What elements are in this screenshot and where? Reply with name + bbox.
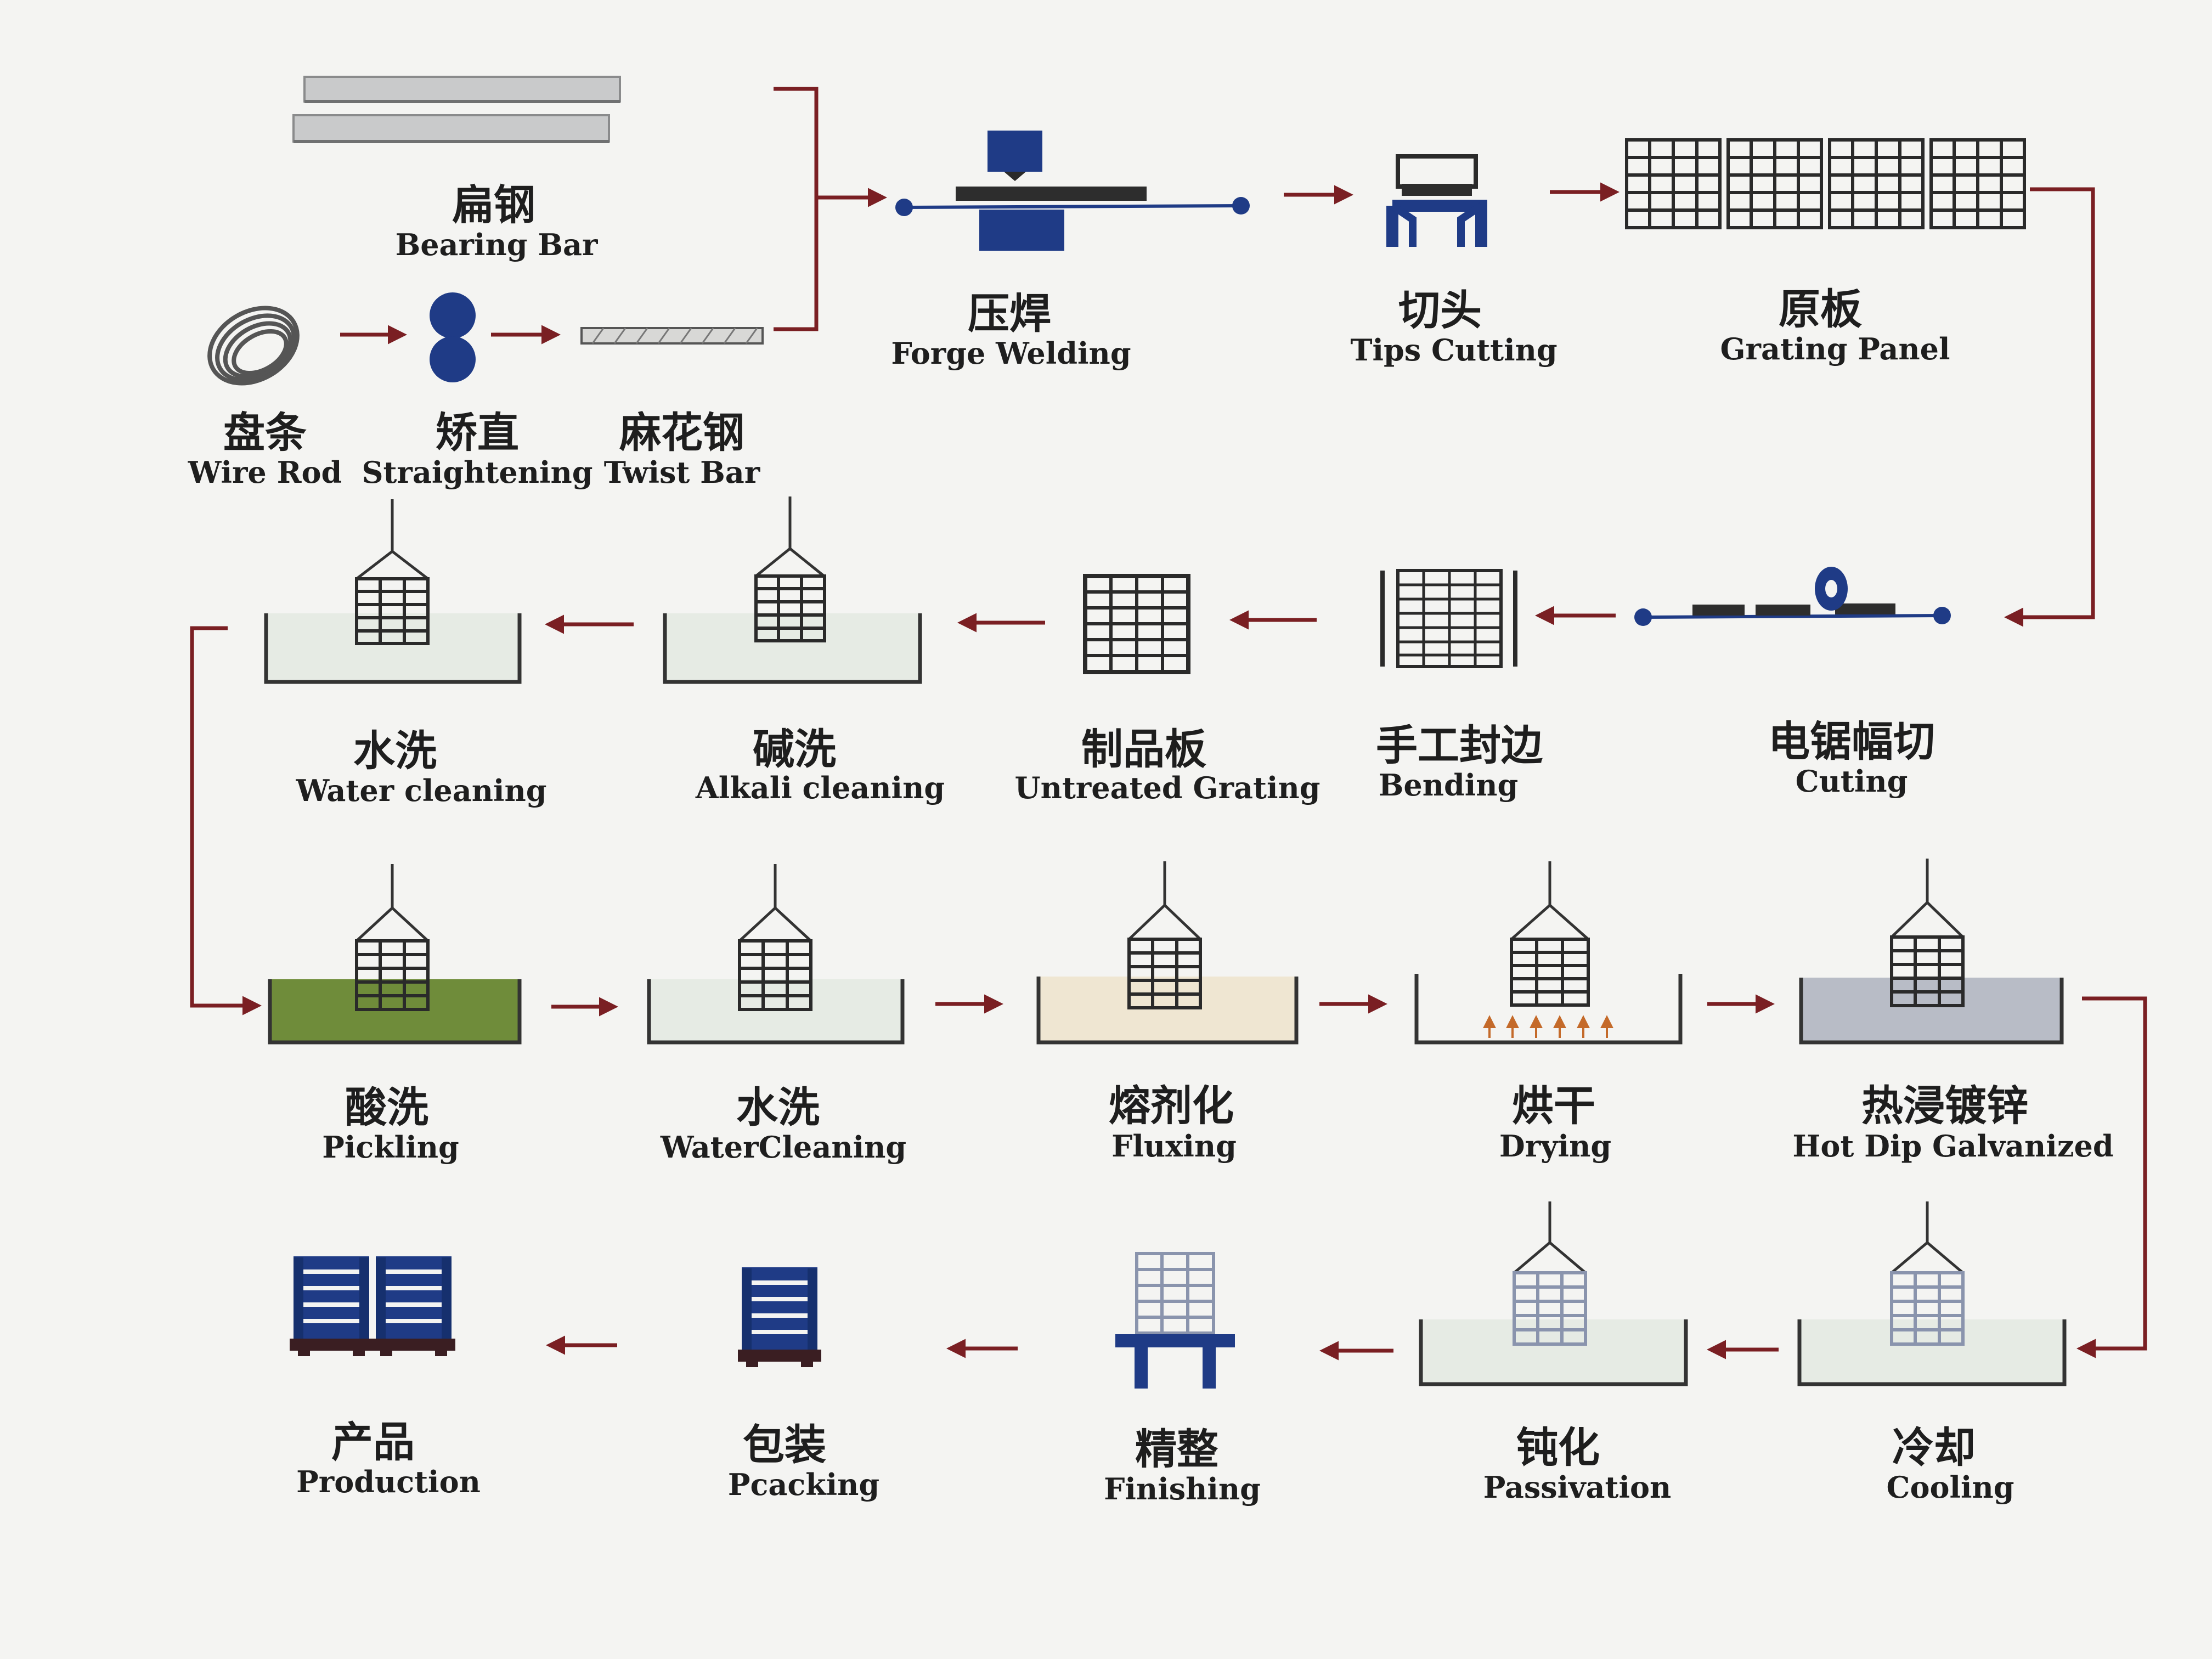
- svg-text:Twist Bar: Twist Bar: [604, 455, 760, 490]
- svg-text:WaterCleaning: WaterCleaning: [660, 1130, 906, 1165]
- water-cleaning-tank-2-icon: [647, 864, 905, 1045]
- svg-text:冷却: 冷却: [1892, 1423, 1976, 1472]
- wire-rod-coil-icon: [207, 306, 300, 386]
- svg-text:Pickling: Pickling: [322, 1130, 459, 1165]
- svg-text:Fluxing: Fluxing: [1111, 1128, 1237, 1164]
- bearing-bar-icon: [292, 76, 621, 143]
- arrow-galvanizing-to-cooling: [2076, 996, 2147, 1358]
- svg-text:手工封边: 手工封边: [1376, 721, 1543, 770]
- step-grating-panel: 原板 Grating Panel: [1720, 285, 1950, 366]
- straightening-rollers-icon: [430, 292, 476, 382]
- svg-text:Grating Panel: Grating Panel: [1720, 331, 1950, 366]
- svg-text:盘条: 盘条: [223, 408, 307, 457]
- step-drying: 烘干 Drying: [1499, 1081, 1611, 1164]
- svg-text:Alkali cleaning: Alkali cleaning: [695, 770, 945, 805]
- svg-text:矫直: 矫直: [436, 408, 519, 457]
- svg-text:Wire Rod: Wire Rod: [188, 455, 342, 490]
- svg-text:产品: 产品: [331, 1418, 415, 1466]
- grating-panel-icon: [1625, 138, 2024, 229]
- forge-welding-machine-icon: [895, 131, 1250, 251]
- step-cuting: 电锯幅切 Cuting: [1768, 717, 1935, 799]
- step-untreated-grating: 制品板 Untreated Grating: [1015, 725, 1321, 805]
- step-finishing: 精整 Finishing: [1104, 1425, 1261, 1506]
- svg-text:压焊: 压焊: [968, 289, 1051, 338]
- step-bearing-bar: 扁钢 Bearing Bar: [396, 180, 598, 262]
- svg-text:Straightening: Straightening: [362, 455, 592, 490]
- svg-text:酸洗: 酸洗: [345, 1083, 428, 1132]
- step-fluxing: 熔剂化 Fluxing: [1109, 1081, 1237, 1164]
- cooling-tank-icon: [1797, 1201, 2067, 1386]
- drying-tank-icon: [1414, 861, 1683, 1045]
- galvanizing-tank-icon: [1799, 859, 2064, 1045]
- step-wire-rod: 盘条 Wire Rod: [188, 408, 342, 490]
- svg-text:Pcacking: Pcacking: [728, 1467, 879, 1502]
- step-tips-cutting: 切头 Tips Cutting: [1350, 286, 1557, 368]
- svg-text:Cooling: Cooling: [1886, 1470, 2014, 1505]
- flow-arrows: [190, 87, 2147, 1361]
- svg-text:制品板: 制品板: [1081, 725, 1206, 774]
- step-alkali-cleaning: 碱洗 Alkali cleaning: [695, 725, 945, 805]
- svg-text:Forge Welding: Forge Welding: [891, 336, 1131, 371]
- step-passivation: 钝化 Passivation: [1483, 1423, 1672, 1505]
- svg-text:水洗: 水洗: [353, 726, 437, 775]
- step-packing: 包装 Pcacking: [728, 1420, 879, 1502]
- svg-text:熔剂化: 熔剂化: [1109, 1081, 1234, 1130]
- step-water-cleaning-1: 水洗 Water cleaning: [295, 726, 546, 808]
- svg-text:Water cleaning: Water cleaning: [295, 773, 546, 808]
- svg-text:扁钢: 扁钢: [452, 180, 535, 229]
- step-cooling: 冷却 Cooling: [1886, 1423, 2014, 1505]
- fluxing-tank-icon: [1036, 861, 1299, 1045]
- svg-text:Hot Dip Galvanized: Hot Dip Galvanized: [1792, 1128, 2113, 1164]
- svg-text:包装: 包装: [743, 1420, 826, 1469]
- step-twist-bar: 麻花钢 Twist Bar: [604, 408, 760, 490]
- svg-text:Bending: Bending: [1379, 768, 1519, 803]
- svg-text:Untreated Grating: Untreated Grating: [1015, 770, 1321, 805]
- step-pickling: 酸洗 Pickling: [322, 1083, 459, 1165]
- svg-text:水洗: 水洗: [736, 1083, 820, 1132]
- svg-text:Bearing Bar: Bearing Bar: [396, 227, 598, 262]
- alkali-cleaning-tank-icon: [663, 496, 922, 684]
- svg-text:Production: Production: [296, 1464, 481, 1499]
- svg-text:精整: 精整: [1135, 1425, 1218, 1474]
- packing-pallet-icon: [738, 1267, 821, 1367]
- passivation-tank-icon: [1419, 1201, 1688, 1386]
- svg-text:麻花钢: 麻花钢: [619, 408, 744, 457]
- tips-cutting-machine-icon: [1386, 154, 1487, 247]
- svg-text:Finishing: Finishing: [1104, 1471, 1261, 1506]
- twist-bar-icon: [580, 327, 764, 345]
- arrow-water-to-pickling: [190, 626, 262, 1015]
- step-bending: 手工封边 Bending: [1376, 721, 1543, 803]
- svg-text:热浸镀锌: 热浸镀锌: [1861, 1081, 2028, 1130]
- svg-text:烘干: 烘干: [1512, 1081, 1595, 1130]
- water-cleaning-tank-icon: [264, 499, 522, 684]
- svg-text:钝化: 钝化: [1516, 1423, 1600, 1472]
- svg-text:Tips Cutting: Tips Cutting: [1350, 332, 1557, 368]
- untreated-grating-icon: [1083, 574, 1190, 674]
- step-straightening: 矫直 Straightening: [362, 408, 592, 490]
- svg-text:电锯幅切: 电锯幅切: [1768, 717, 1935, 766]
- svg-text:Drying: Drying: [1499, 1128, 1611, 1164]
- product-pallets-icon: [290, 1256, 455, 1356]
- saw-cutting-machine-icon: [1634, 567, 1951, 626]
- step-forge-welding: 压焊 Forge Welding: [891, 289, 1131, 371]
- pickling-tank-icon: [268, 864, 522, 1045]
- svg-text:切头: 切头: [1398, 286, 1482, 335]
- svg-text:碱洗: 碱洗: [753, 725, 836, 774]
- step-hot-dip-galvanized: 热浸镀锌 Hot Dip Galvanized: [1792, 1081, 2113, 1164]
- bending-grating-icon: [1380, 569, 1517, 668]
- bracket-inputs: [774, 87, 819, 331]
- step-production: 产品 Production: [296, 1418, 481, 1499]
- heat-arrows-icon: [1483, 1015, 1613, 1038]
- step-water-cleaning-2: 水洗 WaterCleaning: [660, 1083, 906, 1165]
- finishing-table-icon: [1115, 1252, 1235, 1389]
- svg-text:Cuting: Cuting: [1796, 764, 1908, 799]
- arrow-panel-to-saw: [2004, 187, 2095, 627]
- svg-text:原板: 原板: [1779, 285, 1862, 334]
- svg-text:Passivation: Passivation: [1483, 1470, 1672, 1505]
